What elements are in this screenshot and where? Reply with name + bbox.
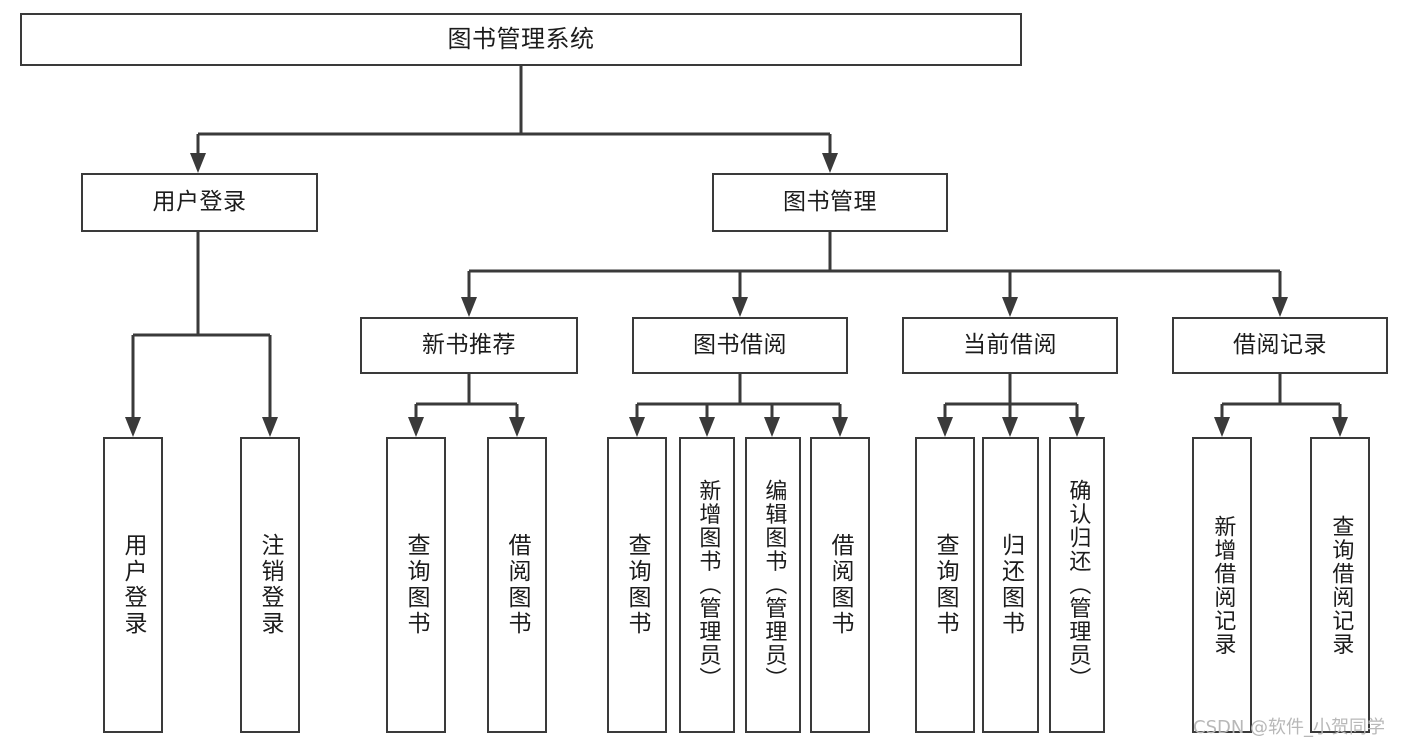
- node-label: 注销登录: [257, 533, 284, 637]
- node-label: 新增借阅记录: [1210, 514, 1236, 656]
- leaf-logout-login[interactable]: 注销登录: [240, 437, 300, 733]
- node-label: 编辑图书（管理员）: [761, 479, 787, 691]
- node-borrow-record[interactable]: 借阅记录: [1172, 317, 1388, 374]
- node-label: 查询借阅记录: [1328, 514, 1354, 656]
- node-label: 用户登录: [120, 533, 147, 637]
- node-label: 新增图书（管理员）: [695, 479, 721, 691]
- node-label: 图书管理系统: [447, 25, 595, 54]
- csdn-watermark: CSDN @软件_小贺同学: [1193, 717, 1386, 738]
- leaf-return-book[interactable]: 归还图书: [982, 437, 1039, 733]
- leaf-query-book-borrow[interactable]: 查询图书: [607, 437, 667, 733]
- leaf-user-login[interactable]: 用户登录: [103, 437, 163, 733]
- node-label: 借阅图书: [827, 533, 854, 637]
- node-label: 借阅图书: [504, 533, 531, 637]
- node-label: 图书借阅: [693, 331, 787, 358]
- node-label: 当前借阅: [963, 331, 1057, 358]
- node-label: 查询图书: [932, 533, 959, 637]
- node-new-book-recommend[interactable]: 新书推荐: [360, 317, 578, 374]
- node-book-management[interactable]: 图书管理: [712, 173, 948, 232]
- node-label: 新书推荐: [422, 331, 516, 358]
- node-label: 用户登录: [152, 188, 247, 215]
- node-label: 查询图书: [403, 533, 430, 637]
- node-label: 图书管理: [783, 188, 877, 215]
- node-current-borrow[interactable]: 当前借阅: [902, 317, 1118, 374]
- leaf-query-book-current[interactable]: 查询图书: [915, 437, 975, 733]
- node-root-system[interactable]: 图书管理系统: [20, 13, 1022, 66]
- node-user-login[interactable]: 用户登录: [81, 173, 318, 232]
- leaf-query-book-recommend[interactable]: 查询图书: [386, 437, 446, 733]
- leaf-add-borrow-record[interactable]: 新增借阅记录: [1192, 437, 1252, 733]
- node-label: 借阅记录: [1233, 331, 1327, 358]
- leaf-confirm-return-admin[interactable]: 确认归还（管理员）: [1049, 437, 1105, 733]
- node-label: 归还图书: [997, 533, 1024, 637]
- node-label: 确认归还（管理员）: [1065, 479, 1091, 691]
- node-book-borrow[interactable]: 图书借阅: [632, 317, 848, 374]
- leaf-query-borrow-record[interactable]: 查询借阅记录: [1310, 437, 1370, 733]
- leaf-edit-book-admin[interactable]: 编辑图书（管理员）: [745, 437, 801, 733]
- node-label: 查询图书: [624, 533, 651, 637]
- leaf-add-book-admin[interactable]: 新增图书（管理员）: [679, 437, 735, 733]
- leaf-borrow-book[interactable]: 借阅图书: [810, 437, 870, 733]
- leaf-borrow-book-recommend[interactable]: 借阅图书: [487, 437, 547, 733]
